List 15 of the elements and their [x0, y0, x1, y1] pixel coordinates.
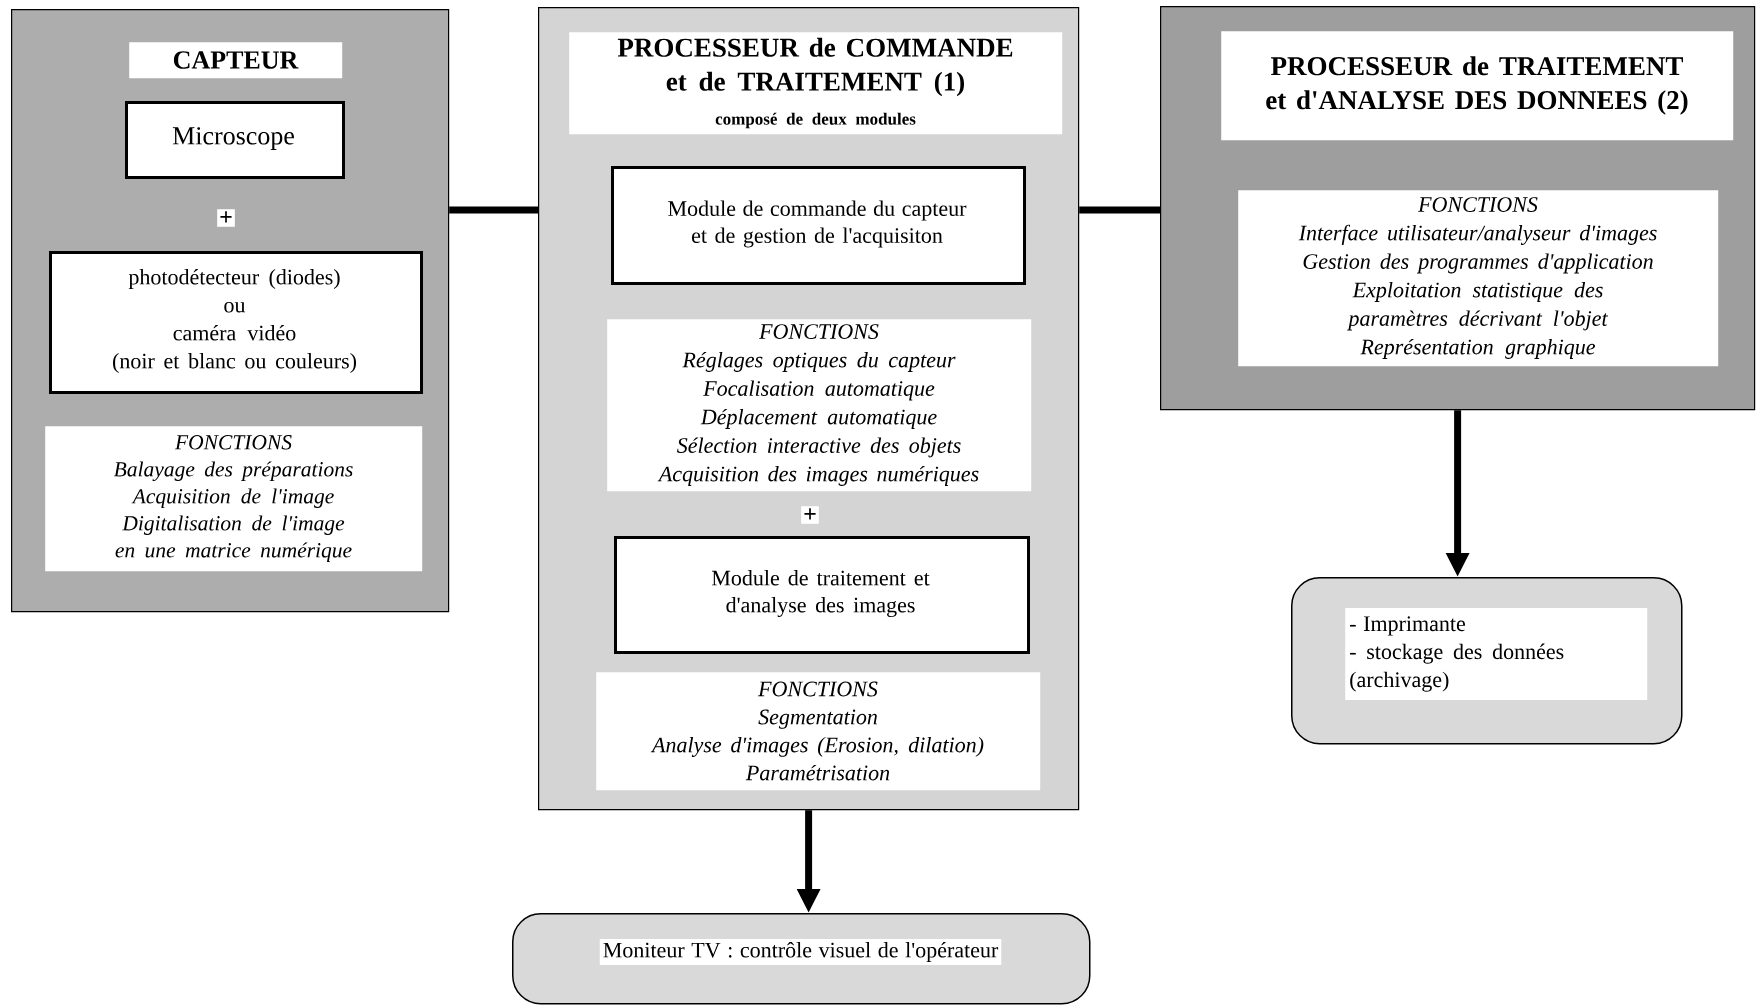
detector-box: photodétecteur (diodes) ou caméra vidéo (noir et blanc ou couleurs): [49, 251, 423, 394]
plus-sign: +: [801, 506, 819, 524]
function-list: FONCTIONS Segmentation Analyse d'images (Erosion, dilation) Paramétrisation: [596, 672, 1041, 791]
module-box: Module de traitement et d'analyse des images: [614, 536, 1030, 654]
monitor-box: Moniteur TV : contrôle visuel de l'opérateur: [512, 913, 1091, 1005]
heading-box: CAPTEUR: [129, 42, 343, 79]
function-list: FONCTIONS Balayage des préparations Acquisition de l'image Digitalisation de l'image en une matrice numérique: [45, 426, 423, 572]
heading-box: PROCESSEUR de COMMANDE et de TRAITEMENT (1) composé de deux modules: [569, 32, 1063, 135]
microscope-box: Microscope: [125, 101, 345, 179]
heading-box: PROCESSEUR de TRAITEMENT et d'ANALYSE DES DONNEES (2): [1221, 31, 1734, 141]
function-list: FONCTIONS Réglages optiques du capteur Focalisation automatique Déplacement automatique Sélection interactive des objets Acquisition des images numériques: [607, 319, 1032, 492]
output-box: - Imprimante - stockage des données (archivage): [1291, 577, 1683, 745]
function-list: FONCTIONS Interface utilisateur/analyseur d'images Gestion des programmes d'application Exploitation statistique des paramètres décrivant l'objet Représentation graphique: [1238, 190, 1719, 367]
module-box: Module de commande du capteur et de gestion de l'acquisiton: [611, 166, 1026, 285]
plus-sign: +: [217, 209, 235, 227]
